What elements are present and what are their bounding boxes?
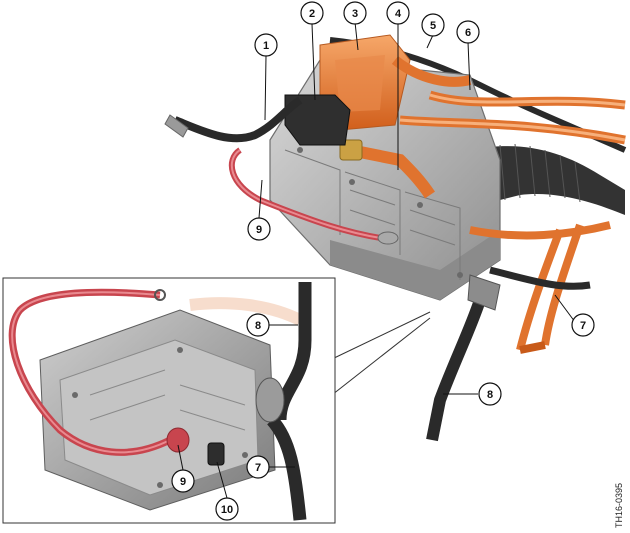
positive-terminal	[166, 427, 190, 453]
callout-8-main: 8	[478, 382, 502, 406]
zoom-line-1	[329, 311, 431, 361]
callout-2-label: 2	[309, 8, 315, 20]
black-connector	[284, 94, 351, 146]
callout-7-main: 7	[571, 313, 595, 337]
callout-3-label: 3	[352, 8, 358, 20]
main-view	[164, 34, 627, 442]
callout-8-inset-label: 8	[255, 320, 261, 332]
callout-2: 2	[300, 1, 324, 25]
callout-8-inset: 8	[246, 313, 270, 337]
hose-7-main	[489, 266, 591, 290]
terminal-10	[207, 442, 225, 466]
housing-bottom-face	[330, 230, 500, 300]
callout-9-inset-label: 9	[180, 476, 186, 488]
hv-connector-4	[348, 144, 435, 199]
callout-9-inset: 9	[171, 469, 195, 493]
callout-8-main-label: 8	[487, 389, 493, 401]
callout-9-main: 9	[247, 217, 271, 241]
callout-7-main-label: 7	[580, 320, 586, 332]
inset-view	[2, 277, 336, 524]
callout-5: 5	[421, 13, 445, 37]
callout-4: 4	[386, 1, 410, 25]
callout-7-inset: 7	[246, 455, 270, 479]
callout-9-main-label: 9	[256, 224, 262, 236]
hv-cable-down-1	[516, 228, 564, 351]
hose-8-main	[426, 298, 486, 442]
callout-4-label: 4	[395, 8, 402, 20]
callout-3: 3	[343, 1, 367, 25]
callout-5-label: 5	[430, 20, 436, 32]
callout-1-label: 1	[263, 40, 269, 52]
hv-cable-lower	[469, 221, 611, 240]
callout-6: 6	[456, 20, 480, 44]
callout-1: 1	[254, 33, 278, 57]
cable-1	[173, 96, 303, 143]
callout-10-inset: 10	[215, 497, 239, 521]
callout-7-inset-label: 7	[255, 462, 261, 474]
callout-6-label: 6	[465, 27, 471, 39]
hose-7-inset	[266, 415, 307, 521]
leader-lines	[177, 21, 576, 499]
corrugated-duct	[470, 146, 625, 215]
reference-code: TH16-0395	[614, 483, 624, 528]
callout-10-inset-label: 10	[221, 504, 233, 516]
